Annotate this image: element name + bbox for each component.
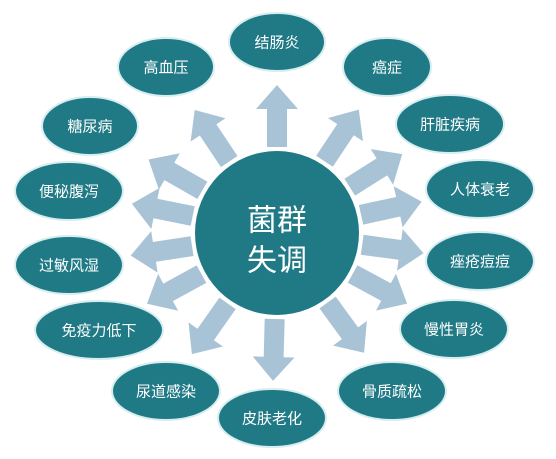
node-constipation-label: 便秘腹泻 bbox=[39, 183, 99, 201]
node-diabetes-label: 糖尿病 bbox=[67, 118, 112, 136]
center-node: 菌群 失调 bbox=[195, 151, 359, 315]
node-hypertension: 高血压 bbox=[117, 37, 215, 97]
node-colitis-label: 结肠炎 bbox=[254, 34, 299, 52]
node-osteoporosis-shape bbox=[337, 361, 447, 421]
node-cancer-label: 癌症 bbox=[372, 59, 402, 77]
node-liver-disease-shape bbox=[395, 94, 505, 154]
node-uti-shape bbox=[111, 361, 221, 421]
node-aging: 人体衰老 bbox=[425, 159, 535, 219]
arrow-cancer bbox=[316, 109, 363, 167]
node-hypertension-label: 高血压 bbox=[143, 59, 188, 77]
node-aging-shape bbox=[425, 159, 535, 219]
arrows-layer bbox=[130, 85, 424, 381]
node-skin-aging: 皮肤老化 bbox=[217, 388, 327, 448]
node-acne-label: 痤疮痘痘 bbox=[450, 253, 510, 271]
node-acne-shape bbox=[425, 231, 535, 291]
node-diabetes-shape bbox=[41, 96, 139, 156]
node-skin-aging-shape bbox=[217, 388, 327, 448]
node-osteoporosis-label: 骨质疏松 bbox=[362, 383, 422, 401]
node-low-immunity: 免疫力低下 bbox=[34, 300, 164, 360]
node-low-immunity-label: 免疫力低下 bbox=[61, 322, 136, 340]
node-diabetes: 糖尿病 bbox=[41, 96, 139, 156]
node-constipation-shape bbox=[14, 161, 124, 221]
center-circle bbox=[195, 151, 359, 315]
node-hypertension-shape bbox=[117, 37, 215, 97]
arrow-diabetes bbox=[148, 153, 208, 199]
arrow-colitis bbox=[256, 85, 298, 147]
node-aging-label: 人体衰老 bbox=[450, 181, 510, 199]
arrow-uti bbox=[188, 297, 236, 355]
arrow-aging bbox=[358, 186, 422, 228]
arrow-constipation bbox=[131, 187, 195, 229]
node-colitis-shape bbox=[228, 12, 326, 72]
node-cancer: 癌症 bbox=[342, 37, 432, 97]
node-gastritis: 慢性胃炎 bbox=[399, 299, 509, 359]
arrow-allergy bbox=[130, 231, 194, 273]
arrow-gastritis bbox=[347, 265, 408, 311]
center-label-line1: 菌群 bbox=[247, 204, 307, 239]
center-label-line2: 失调 bbox=[247, 244, 307, 279]
node-liver-disease: 肝脏疾病 bbox=[395, 94, 505, 154]
arrow-osteoporosis bbox=[319, 296, 367, 353]
node-skin-aging-label: 皮肤老化 bbox=[242, 410, 302, 428]
node-liver-disease-label: 肝脏疾病 bbox=[420, 116, 480, 134]
arrow-hypertension bbox=[190, 110, 238, 168]
node-allergy-shape bbox=[14, 235, 124, 295]
node-allergy-label: 过敏风湿 bbox=[39, 257, 99, 275]
node-uti-label: 尿道感染 bbox=[136, 383, 196, 401]
node-gastritis-label: 慢性胃炎 bbox=[424, 321, 484, 339]
node-cancer-shape bbox=[342, 37, 432, 97]
arrow-liver-disease bbox=[344, 149, 403, 196]
node-low-immunity-shape bbox=[34, 300, 164, 360]
node-constipation: 便秘腹泻 bbox=[14, 161, 124, 221]
node-acne: 痤疮痘痘 bbox=[425, 231, 535, 291]
node-uti: 尿道感染 bbox=[111, 361, 221, 421]
node-colitis: 结肠炎 bbox=[228, 12, 326, 72]
node-gastritis-shape bbox=[399, 299, 509, 359]
arrow-low-immunity bbox=[147, 265, 207, 311]
node-osteoporosis: 骨质疏松 bbox=[337, 361, 447, 421]
arrow-acne bbox=[360, 229, 424, 271]
arrow-skin-aging bbox=[252, 318, 295, 381]
node-allergy: 过敏风湿 bbox=[14, 235, 124, 295]
